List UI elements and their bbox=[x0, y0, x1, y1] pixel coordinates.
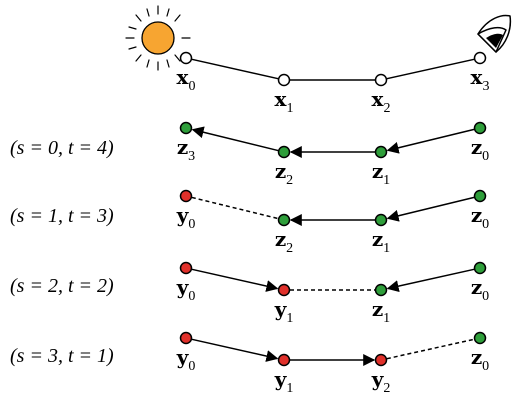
row-label: (s = 1, t = 3) bbox=[10, 205, 114, 227]
path-vertex-x3 bbox=[473, 51, 487, 65]
vertex-label-base: z bbox=[471, 203, 482, 227]
eye-subpath-edge bbox=[191, 126, 279, 152]
label-x1: x1 bbox=[275, 87, 294, 116]
eye-subpath-edge bbox=[386, 268, 475, 292]
row-label: (s = 3, t = 1) bbox=[10, 345, 114, 367]
eye-vertex bbox=[473, 331, 487, 345]
label-x3-sub: 3 bbox=[482, 79, 489, 94]
light-subpath-edge bbox=[191, 268, 279, 292]
connection-edge bbox=[386, 338, 475, 360]
vertex-label: z1 bbox=[372, 297, 390, 326]
vertex-label-sub: 2 bbox=[383, 381, 390, 396]
eye-subpath-edge bbox=[386, 128, 475, 154]
vertex-label-sub: 1 bbox=[383, 311, 390, 326]
eye-vertex bbox=[473, 121, 487, 135]
vertex-label: z2 bbox=[275, 227, 293, 256]
label-x2-sub: 2 bbox=[383, 101, 390, 116]
vertex-label-sub: 1 bbox=[286, 311, 293, 326]
light-subpath-edge bbox=[191, 338, 279, 362]
vertex-label-sub: 0 bbox=[188, 217, 195, 232]
vertex-label-sub: 2 bbox=[286, 241, 293, 256]
vertex-label: y2 bbox=[371, 367, 391, 396]
vertex-label-base: z bbox=[372, 227, 383, 251]
vertex-label: y0 bbox=[176, 203, 196, 232]
label-x3: x3 bbox=[471, 65, 490, 94]
path-vertex-x1 bbox=[277, 73, 291, 87]
vertex-label-base: y bbox=[274, 297, 288, 321]
light-vertex bbox=[179, 331, 193, 345]
vertex-label-sub: 1 bbox=[383, 173, 390, 188]
vertex-label: z0 bbox=[471, 345, 489, 374]
vertex-label-sub: 0 bbox=[482, 359, 489, 374]
vertex-label-base: z bbox=[471, 345, 482, 369]
vertex-label-sub: 0 bbox=[482, 149, 489, 164]
label-x3-base: x bbox=[471, 65, 484, 89]
vertex-label-base: z bbox=[471, 135, 482, 159]
vertex-label: z2 bbox=[275, 159, 293, 188]
light-vertex bbox=[179, 189, 193, 203]
label-x2: x2 bbox=[372, 87, 391, 116]
eye-vertex bbox=[374, 213, 388, 227]
light-vertex bbox=[179, 261, 193, 275]
vertex-label: z1 bbox=[372, 227, 390, 256]
vertex-label: y0 bbox=[176, 275, 196, 304]
label-x0: x0 bbox=[177, 65, 196, 94]
label-x0-sub: 0 bbox=[188, 79, 195, 94]
eye-icon bbox=[477, 14, 512, 53]
vertex-label-sub: 0 bbox=[188, 359, 195, 374]
path-vertex-x2 bbox=[374, 73, 388, 87]
vertex-label: z1 bbox=[372, 159, 390, 188]
vertex-label-base: z bbox=[275, 227, 286, 251]
path-edge bbox=[386, 58, 475, 80]
light-vertex bbox=[374, 353, 388, 367]
vertex-label-sub: 0 bbox=[482, 217, 489, 232]
eye-vertex bbox=[374, 283, 388, 297]
eye-vertex bbox=[179, 121, 193, 135]
vertex-label-base: y bbox=[176, 203, 190, 227]
vertex-label: z0 bbox=[471, 203, 489, 232]
vertex-label-base: y bbox=[176, 275, 190, 299]
eye-vertex bbox=[277, 213, 291, 227]
vertex-label-z3: z3 bbox=[177, 135, 195, 164]
label-x1-sub: 1 bbox=[286, 101, 293, 116]
vertex-label-base: y bbox=[274, 367, 288, 391]
eye-vertex bbox=[473, 189, 487, 203]
vertex-label: y1 bbox=[274, 297, 294, 326]
light-vertex bbox=[277, 283, 291, 297]
path-edge bbox=[191, 58, 279, 80]
vertex-label-base: z bbox=[471, 275, 482, 299]
vertex-label-base: z bbox=[275, 159, 286, 183]
row-label: (s = 2, t = 2) bbox=[10, 275, 114, 297]
path-vertex-x0 bbox=[179, 51, 193, 65]
vertex-label-sub: 0 bbox=[188, 289, 195, 304]
eye-vertex bbox=[374, 145, 388, 159]
label-x0-base: x bbox=[177, 65, 190, 89]
vertex-label-sub: 0 bbox=[482, 289, 489, 304]
label-x1-base: x bbox=[275, 87, 288, 111]
row-label: (s = 0, t = 4) bbox=[10, 137, 114, 159]
label-x2-base: x bbox=[372, 87, 385, 111]
vertex-label-sub: 2 bbox=[286, 173, 293, 188]
vertex-label-sub: 1 bbox=[286, 381, 293, 396]
vertex-label-base: y bbox=[371, 367, 385, 391]
vertex-label: z0 bbox=[471, 135, 489, 164]
vertex-label-sub: 1 bbox=[383, 241, 390, 256]
eye-subpath-edge bbox=[386, 196, 475, 222]
sun-icon bbox=[125, 5, 191, 71]
eye-vertex bbox=[277, 145, 291, 159]
connection-edge bbox=[191, 196, 279, 220]
light-vertex bbox=[277, 353, 291, 367]
vertex-label-base: y bbox=[176, 345, 190, 369]
vertex-label-z3-sub: 3 bbox=[188, 149, 195, 164]
vertex-label: y0 bbox=[176, 345, 196, 374]
vertex-label-base: z bbox=[372, 297, 383, 321]
vertex-label-z3-base: z bbox=[177, 135, 188, 159]
vertex-label-base: z bbox=[372, 159, 383, 183]
eye-vertex bbox=[473, 261, 487, 275]
vertex-label: z0 bbox=[471, 275, 489, 304]
vertex-label: y1 bbox=[274, 367, 294, 396]
